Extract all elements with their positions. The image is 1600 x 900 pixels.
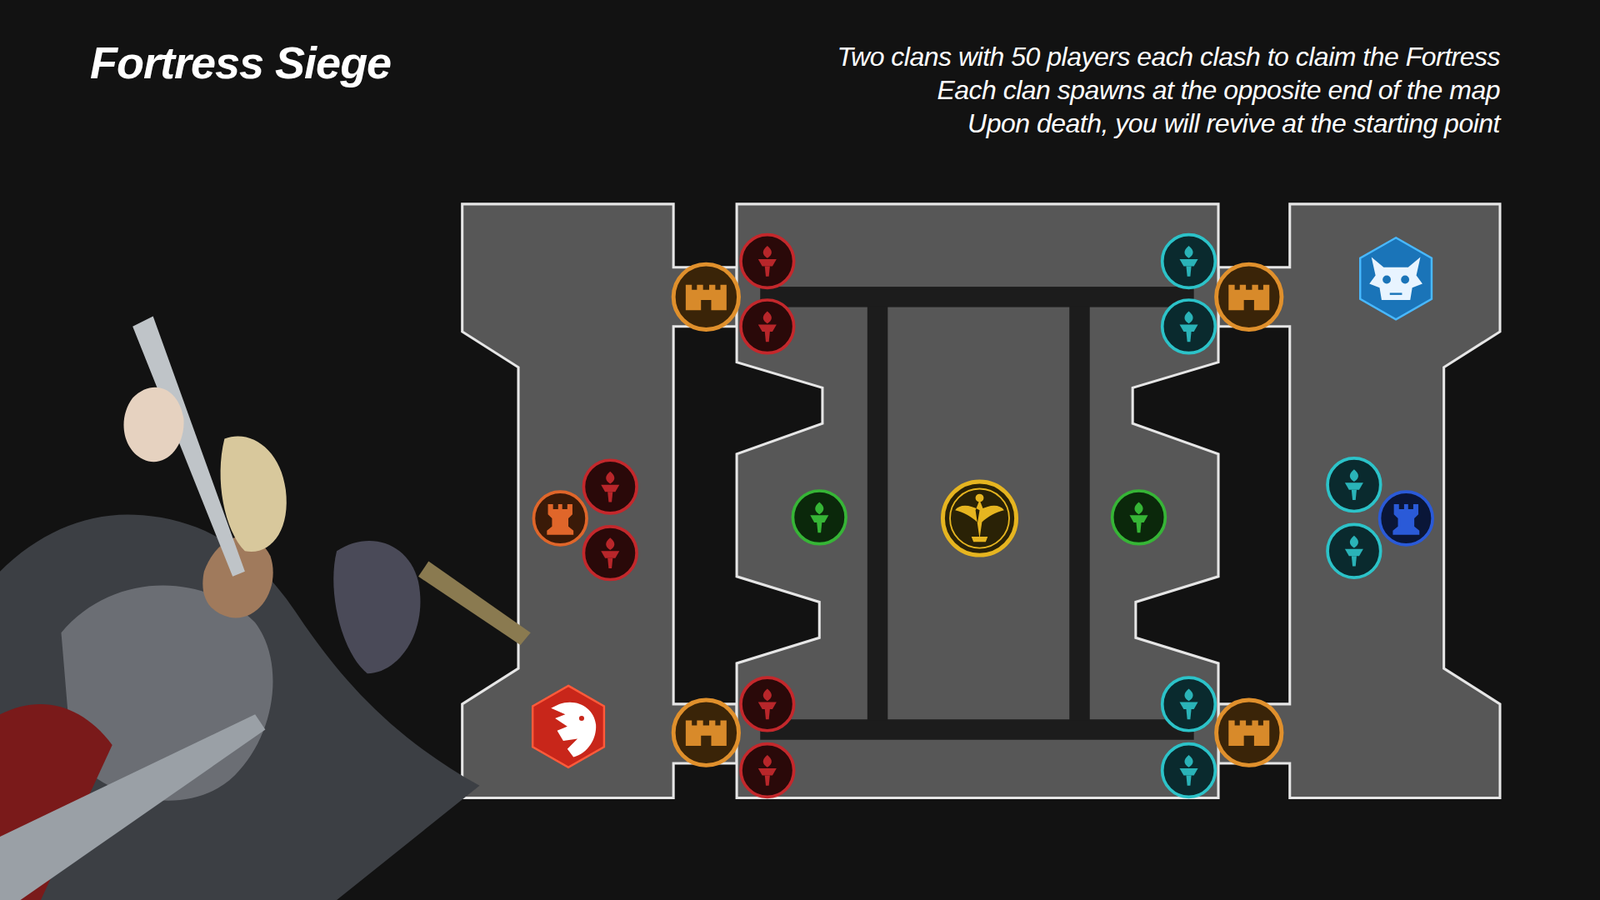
page-title: Fortress Siege [90, 36, 391, 89]
rule-note: Each clan spawns at the opposite end of … [936, 73, 1500, 107]
rule-note: Two clans with 50 players each clash to … [836, 40, 1500, 74]
character-art [0, 316, 531, 900]
map-walls [760, 286, 1194, 740]
fortress-icon [942, 481, 1016, 555]
gate-icons [673, 264, 1282, 765]
map-outline [462, 204, 1500, 799]
red-spawn-icon [532, 685, 605, 768]
cyan-torch-icons [1162, 235, 1381, 798]
blue-spawn-icon [1360, 237, 1432, 320]
rule-note: Upon death, you will revive at the start… [967, 106, 1500, 140]
tower-icons [533, 491, 1433, 545]
red-torch-icons [583, 235, 794, 798]
